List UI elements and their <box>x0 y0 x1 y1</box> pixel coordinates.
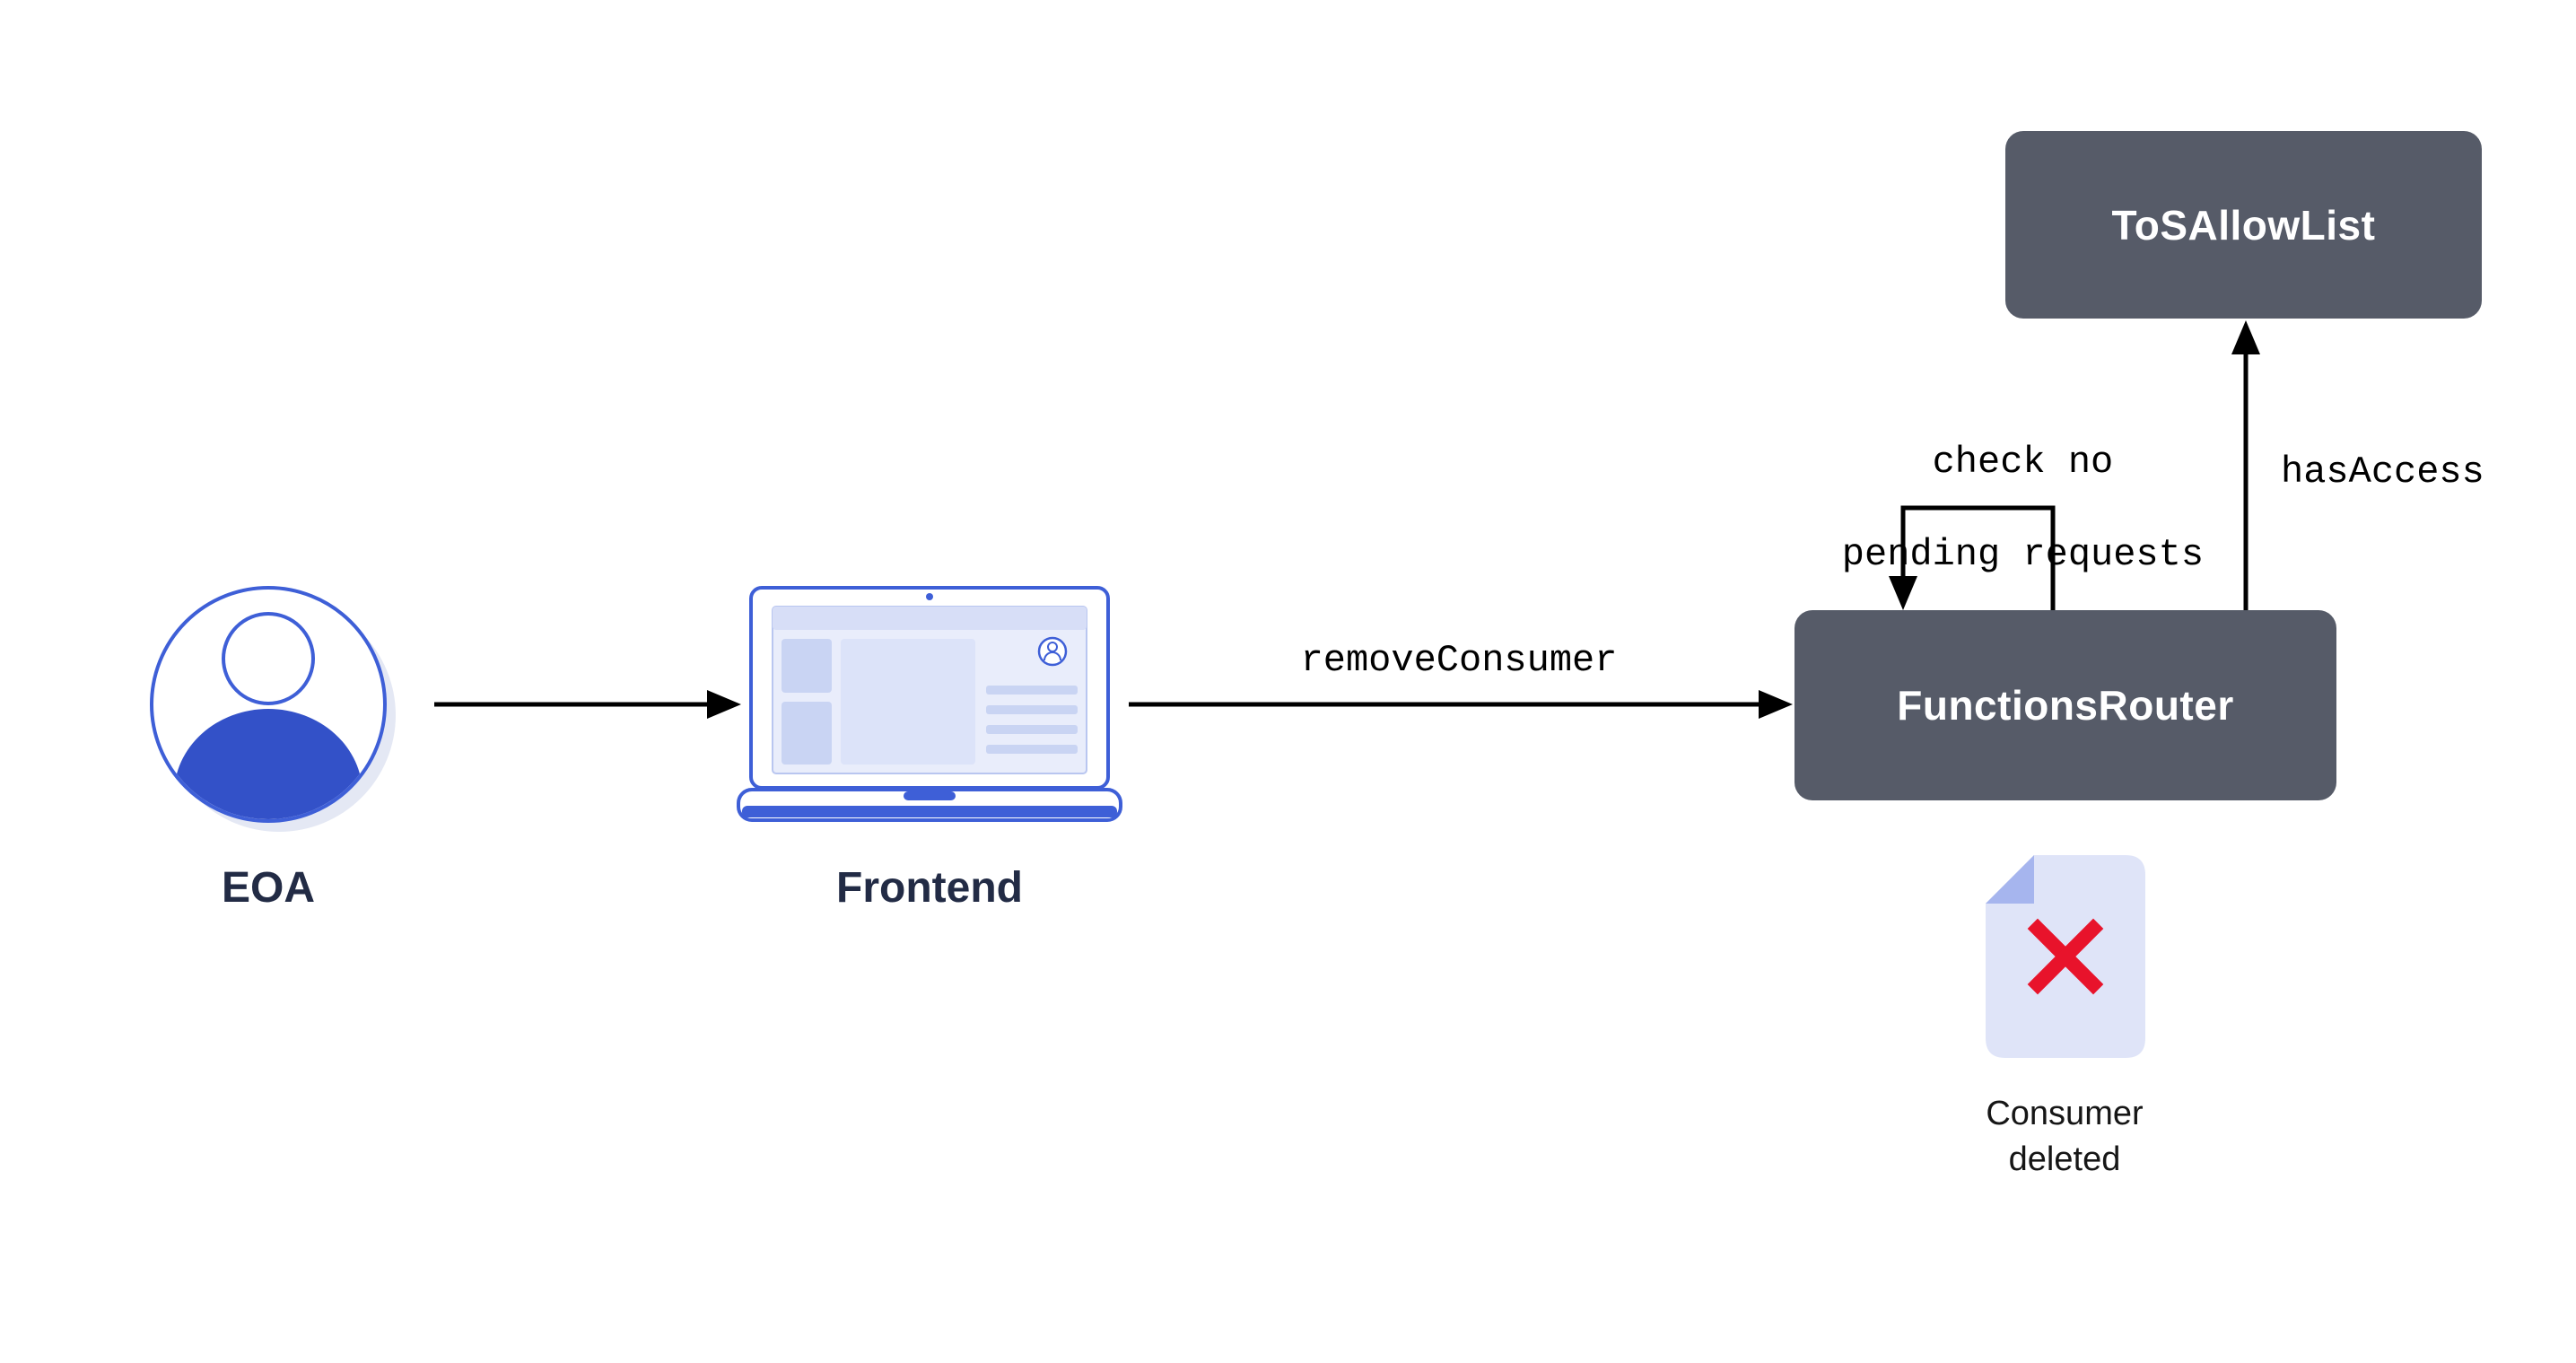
frontend-laptop-icon <box>737 586 1122 822</box>
arrow-frontend-to-router <box>1129 690 1793 719</box>
edge-label-has-access: hasAccess <box>2281 450 2484 494</box>
user-icon <box>1037 636 1068 667</box>
consumer-deleted-line2: deleted <box>2008 1140 2121 1178</box>
node-tos-allow-list: ToSAllowList <box>2005 131 2482 319</box>
tos-allow-list-label: ToSAllowList <box>2111 201 2376 249</box>
node-functions-router: FunctionsRouter <box>1794 610 2336 800</box>
avatar-body <box>174 709 362 819</box>
arrow-eoa-to-frontend <box>434 690 741 719</box>
functions-router-label: FunctionsRouter <box>1897 682 2234 729</box>
check-pending-line1: check no <box>1932 440 2114 484</box>
laptop-camera-dot <box>926 593 933 600</box>
edge-label-check-pending: check no pending requests <box>1751 393 2204 625</box>
consumer-deleted-line1: Consumer <box>1986 1095 2144 1132</box>
eoa-avatar-icon <box>150 586 396 832</box>
check-pending-line2: pending requests <box>1841 532 2205 576</box>
laptop-window-header <box>773 607 1087 630</box>
document-fold <box>1986 855 2034 904</box>
edge-label-remove-consumer: removeConsumer <box>1300 639 1618 682</box>
laptop-hinge-pill <box>904 791 956 800</box>
arrow-router-to-tos <box>2231 320 2260 610</box>
eoa-label: EOA <box>221 864 316 912</box>
document-deleted-icon <box>1986 855 2145 1058</box>
red-x-icon <box>2027 918 2104 995</box>
avatar-head <box>222 612 315 705</box>
frontend-label: Frontend <box>836 864 1023 912</box>
consumer-deleted-caption: Consumer deleted <box>1986 1091 2143 1183</box>
